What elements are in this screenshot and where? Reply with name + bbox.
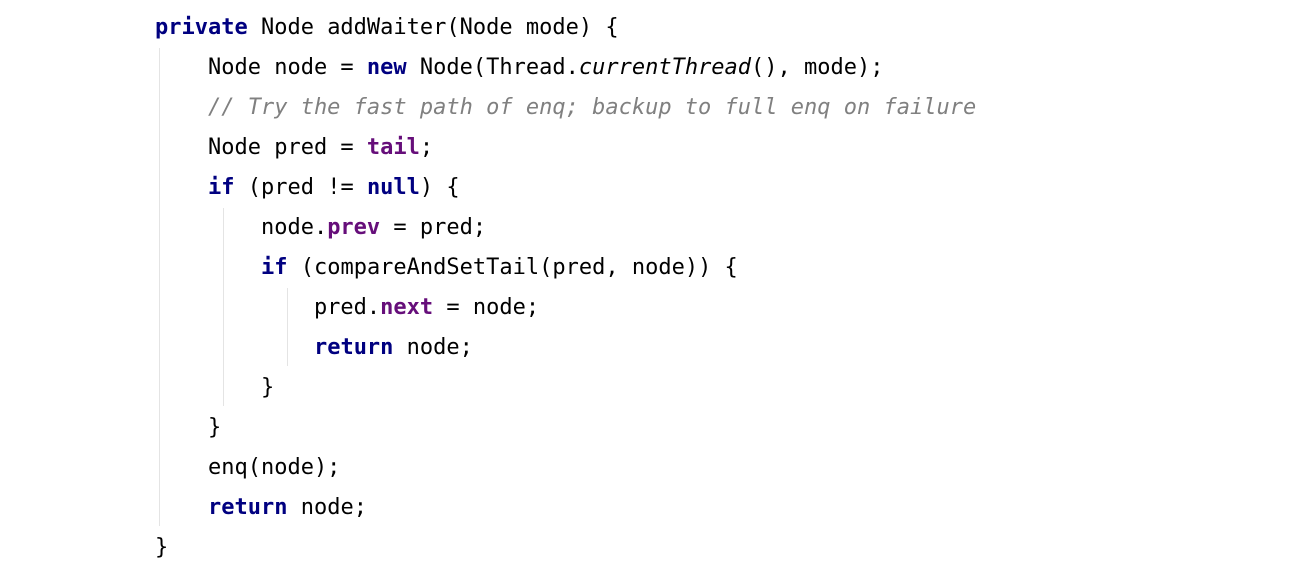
code-token: node.: [155, 215, 328, 240]
indent-guide: [159, 48, 160, 526]
code-token: = pred;: [380, 215, 487, 240]
code-token: (), mode);: [751, 55, 884, 80]
code-token: ) {: [419, 175, 460, 200]
code-token: pred.: [155, 295, 381, 320]
code-token: [155, 175, 208, 200]
code-line-6[interactable]: node.prev = pred;: [155, 208, 486, 248]
code-token: prev: [327, 215, 381, 240]
code-line-1[interactable]: private Node addWaiter(Node mode) {: [155, 8, 619, 48]
code-line-5[interactable]: if (pred != null) {: [155, 168, 460, 208]
code-token: return: [207, 495, 288, 520]
code-line-14[interactable]: }: [155, 528, 168, 568]
code-token: }: [155, 415, 222, 440]
code-token: currentThread: [578, 55, 752, 80]
code-line-8[interactable]: pred.next = node;: [155, 288, 539, 328]
indent-guide: [287, 288, 288, 366]
code-token: enq(node);: [155, 455, 341, 480]
code-token: next: [380, 295, 434, 320]
code-line-7[interactable]: if (compareAndSetTail(pred, node)) {: [155, 248, 738, 288]
code-token: // Try the fast path of enq; backup to f…: [155, 95, 977, 120]
code-token: Node pred =: [155, 135, 367, 160]
code-line-2[interactable]: Node node = new Node(Thread.currentThrea…: [155, 48, 884, 88]
code-token: [155, 335, 314, 360]
code-token: (compareAndSetTail(pred, node)) {: [287, 255, 738, 280]
code-token: = node;: [433, 295, 540, 320]
code-token: null: [366, 175, 420, 200]
code-line-13[interactable]: return node;: [155, 488, 367, 528]
code-token: if: [260, 255, 288, 280]
code-token: private: [155, 15, 248, 40]
code-token: [155, 255, 261, 280]
code-line-4[interactable]: Node pred = tail;: [155, 128, 433, 168]
code-token: ;: [419, 135, 434, 160]
code-line-9[interactable]: return node;: [155, 328, 473, 368]
code-token: Node addWaiter(Node mode) {: [247, 15, 619, 40]
code-token: }: [155, 535, 169, 560]
code-token: Node node =: [155, 55, 367, 80]
code-token: Node(Thread.: [406, 55, 579, 80]
code-token: node;: [287, 495, 367, 520]
indent-guide: [223, 208, 224, 406]
code-token: [155, 495, 208, 520]
code-token: return: [313, 335, 394, 360]
code-token: node;: [393, 335, 473, 360]
code-token: if: [207, 175, 235, 200]
code-token: tail: [366, 135, 420, 160]
code-line-10[interactable]: }: [155, 368, 274, 408]
code-token: }: [155, 375, 275, 400]
code-line-3[interactable]: // Try the fast path of enq; backup to f…: [155, 88, 976, 128]
code-token: new: [366, 55, 407, 80]
code-line-12[interactable]: enq(node);: [155, 448, 340, 488]
code-token: (pred !=: [234, 175, 367, 200]
code-line-11[interactable]: }: [155, 408, 221, 448]
